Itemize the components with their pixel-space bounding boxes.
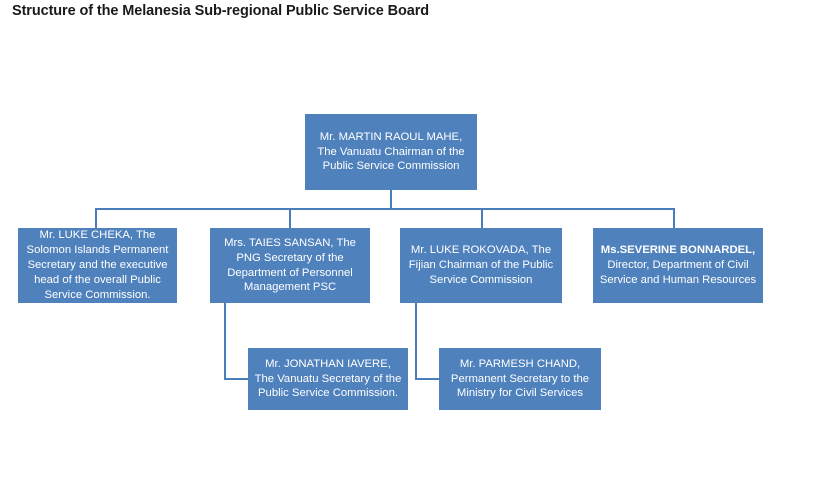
node-chairman-label: Mr. MARTIN RAOUL MAHE, The Vanuatu Chair… [317, 130, 465, 173]
connector-chairman-stem [390, 190, 392, 209]
page-title: Structure of the Melanesia Sub-regional … [12, 3, 430, 19]
node-member-1[interactable]: Mr. LUKE CHEKA, The Solomon Islands Perm… [18, 228, 177, 303]
connector-drop-member-1 [95, 208, 97, 229]
node-sub-1[interactable]: Mr. JONATHAN IAVERE, The Vanuatu Secreta… [248, 348, 408, 410]
node-member-2-label: Mrs. TAIES SANSAN, The PNG Secretary of … [224, 236, 356, 294]
node-member-4[interactable]: Ms.SEVERINE BONNARDEL, Director, Departme… [593, 228, 763, 303]
node-sub-2[interactable]: Mr. PARMESH CHAND, Permanent Secretary t… [439, 348, 601, 410]
node-member-4-label: Ms.SEVERINE BONNARDEL, Director, Departme… [599, 243, 757, 288]
connector-elbow-sub-2-vertical [415, 303, 417, 380]
node-member-4-lead: Ms.SEVERINE BONNARDEL, [600, 244, 756, 257]
connector-elbow-sub-2-horizontal [415, 378, 441, 380]
node-member-4-rest: Director, Department of Civil Service an… [599, 259, 757, 286]
connector-drop-member-4 [673, 208, 675, 229]
node-member-3[interactable]: Mr. LUKE ROKOVADA, The Fijian Chairman o… [400, 228, 562, 303]
node-chairman[interactable]: Mr. MARTIN RAOUL MAHE, The Vanuatu Chair… [305, 114, 477, 190]
connector-elbow-sub-1-vertical [224, 303, 226, 380]
node-member-2[interactable]: Mrs. TAIES SANSAN, The PNG Secretary of … [210, 228, 370, 303]
node-member-1-label: Mr. LUKE CHEKA, The Solomon Islands Perm… [26, 229, 169, 301]
node-sub-2-label: Mr. PARMESH CHAND, Permanent Secretary t… [450, 357, 590, 400]
connector-elbow-sub-1-horizontal [224, 378, 250, 380]
node-member-3-label: Mr. LUKE ROKOVADA, The Fijian Chairman o… [408, 244, 554, 286]
connector-level2-bus [95, 208, 675, 210]
connector-drop-member-3 [481, 208, 483, 229]
node-sub-1-label: Mr. JONATHAN IAVERE, The Vanuatu Secreta… [254, 357, 402, 400]
connector-drop-member-2 [289, 208, 291, 229]
